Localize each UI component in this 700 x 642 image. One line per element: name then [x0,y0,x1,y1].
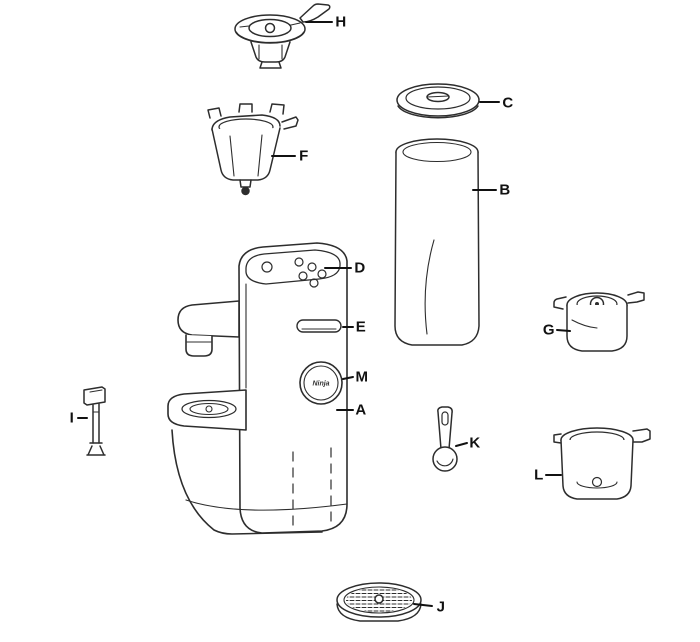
part-label-I: I [69,409,75,427]
part-label-M: M [355,368,369,386]
part-label-C: C [502,94,514,112]
water-reservoir-icon [394,138,480,346]
part-label-D: D [354,259,366,277]
release-handle-icon [296,319,342,333]
frother-whisk-icon [83,386,106,456]
cup-holder-icon [553,427,651,500]
part-label-H: H [335,13,347,31]
coffee-scoop-icon [432,406,458,472]
pod-adapter-icon [553,291,645,352]
brew-basket-icon [207,103,299,196]
drip-tray-icon [336,582,422,622]
part-label-J: J [436,598,446,616]
leader-lines [77,21,571,607]
part-label-L: L [534,466,544,484]
part-label-E: E [355,318,367,336]
part-label-K: K [469,434,481,452]
part-label-B: B [499,181,511,199]
brand-badge-icon [299,361,343,405]
part-label-G: G [542,321,556,339]
reservoir-lid-icon [396,83,480,119]
brand-badge-text: Ninja [312,380,330,388]
lid-assembly-icon [234,3,331,69]
part-label-A: A [355,401,367,419]
main-unit-icon [167,242,348,535]
part-label-F: F [299,147,309,165]
